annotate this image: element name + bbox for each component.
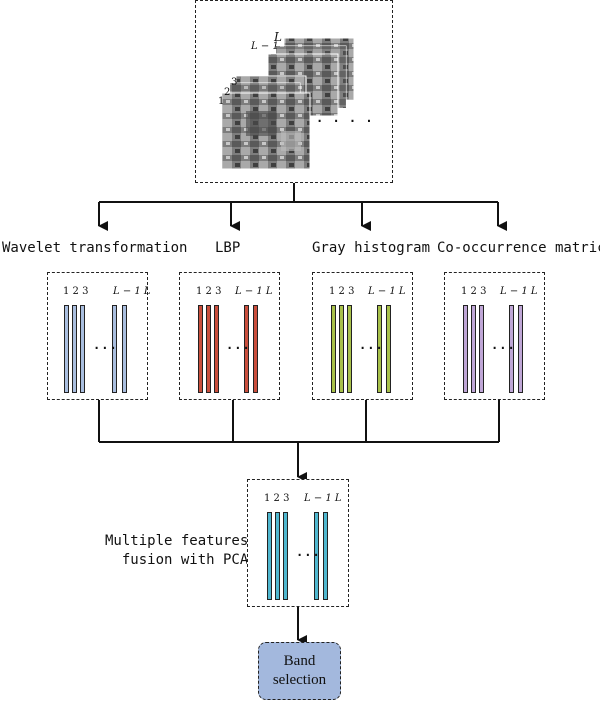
cube-ellipsis: · · · ·: [316, 114, 374, 128]
band-numbers-left: 1 2 3: [63, 286, 89, 297]
band-selection-line1: Band: [283, 653, 316, 669]
band-bar: [275, 512, 280, 600]
band-selection-box: Band selection: [258, 642, 341, 700]
band-bar: [72, 305, 77, 393]
band-ellipsis: ···: [93, 341, 118, 355]
band-numbers-right: L − 1 L: [368, 286, 406, 297]
hyperspectral-cube-box: 1 2 3 L − 1 L · · · ·: [195, 0, 393, 183]
band-ellipsis: ···: [226, 341, 251, 355]
band-bar: [509, 305, 514, 393]
band-bar: [112, 305, 117, 393]
fusion-label-line2: fusion with PCA: [121, 552, 249, 568]
band-index-l: L: [274, 30, 282, 44]
panel-title-co-occurrence: Co-occurrence matrices: [437, 240, 600, 256]
hyperspectral-cube-image: [221, 37, 355, 170]
band-numbers-right: L − 1 L: [304, 493, 342, 504]
band-numbers-left: 1 2 3: [264, 493, 290, 504]
band-bar: [122, 305, 127, 393]
band-bar: [386, 305, 391, 393]
band-index-2: 2: [224, 87, 231, 98]
band-bar: [198, 305, 203, 393]
band-numbers-right: L − 1 L: [500, 286, 538, 297]
band-bar: [206, 305, 211, 393]
band-index-3: 3: [231, 77, 238, 88]
band-bar: [339, 305, 344, 393]
panel-co-occurrence: 1 2 3 L − 1 L ···: [444, 272, 545, 400]
band-index-1: 1: [218, 96, 225, 107]
panel-title-lbp: LBP: [215, 240, 241, 256]
band-numbers-left: 1 2 3: [461, 286, 487, 297]
band-bar: [253, 305, 258, 393]
band-ellipsis: ···: [491, 341, 516, 355]
band-ellipsis: ···: [296, 548, 321, 562]
panel-lbp: 1 2 3 L − 1 L ···: [179, 272, 280, 400]
band-bar: [267, 512, 272, 600]
band-bar: [214, 305, 219, 393]
band-bar: [314, 512, 319, 600]
band-bar: [64, 305, 69, 393]
panel-fusion: 1 2 3 L − 1 L ···: [247, 479, 349, 607]
band-bar: [244, 305, 249, 393]
band-bar: [323, 512, 328, 600]
band-numbers-right: L − 1 L: [235, 286, 273, 297]
panel-title-wavelet: Wavelet transformation: [2, 240, 188, 256]
band-bar: [518, 305, 523, 393]
band-bar: [283, 512, 288, 600]
panel-title-gray-histogram: Gray histogram: [312, 240, 431, 256]
band-numbers-right: L − 1 L: [113, 286, 151, 297]
band-bar: [331, 305, 336, 393]
band-bar: [463, 305, 468, 393]
band-numbers-left: 1 2 3: [329, 286, 355, 297]
band-numbers-left: 1 2 3: [196, 286, 222, 297]
band-index-l-minus-1: L − 1: [251, 41, 279, 52]
fusion-label-line1: Multiple features: [105, 533, 249, 549]
band-bar: [471, 305, 476, 393]
band-selection-line2: selection: [272, 672, 327, 688]
panel-gray-histogram: 1 2 3 L − 1 L ···: [312, 272, 413, 400]
band-ellipsis: ···: [359, 341, 384, 355]
band-bar: [347, 305, 352, 393]
band-bar: [479, 305, 484, 393]
band-bar: [377, 305, 382, 393]
fusion-label: Multiple features fusion with PCA: [105, 532, 248, 570]
band-bar: [80, 305, 85, 393]
panel-wavelet: 1 2 3 L − 1 L ···: [47, 272, 151, 400]
